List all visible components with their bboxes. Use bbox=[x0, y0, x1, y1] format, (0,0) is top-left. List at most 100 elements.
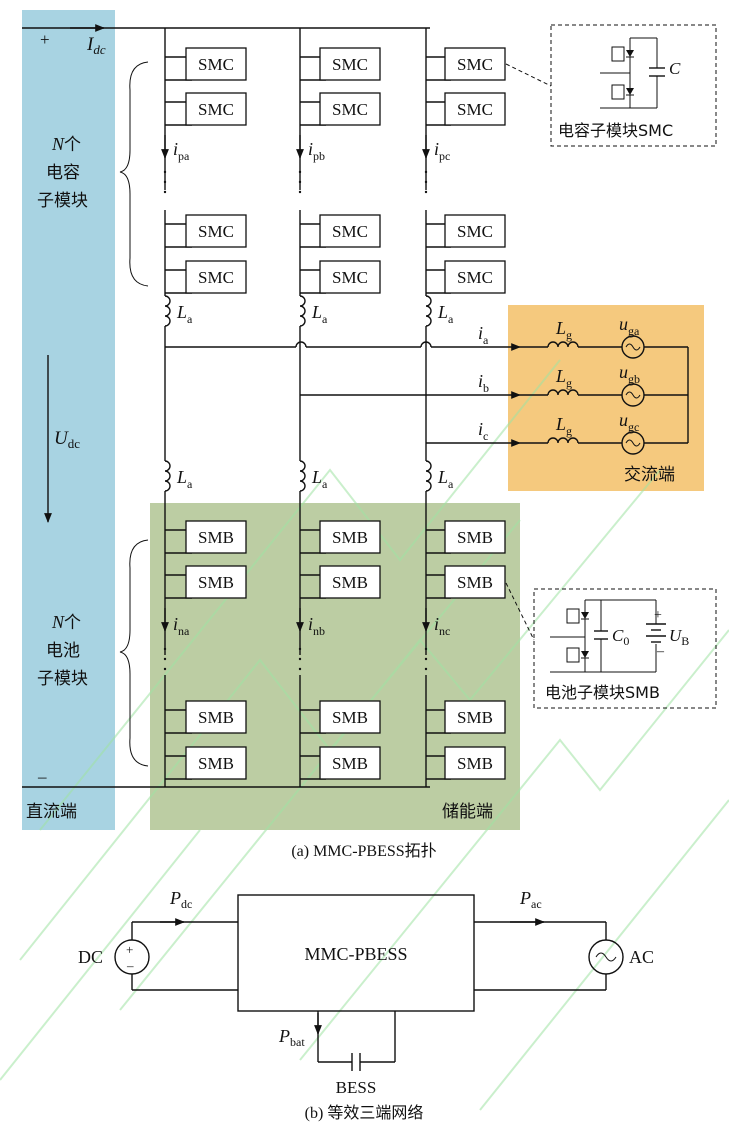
smb-a-2-label: SMB bbox=[198, 573, 234, 592]
ac-source-label: AC bbox=[629, 947, 654, 967]
lower-arm-current-c: inc bbox=[434, 614, 450, 638]
smb-b-4 bbox=[319, 746, 381, 780]
smc-a-3 bbox=[185, 214, 247, 248]
upper-group-label: N个 电容 子模块 bbox=[37, 134, 88, 211]
upper-arm-inductor-c: La bbox=[437, 302, 454, 326]
svg-text:电容: 电容 bbox=[46, 163, 80, 183]
smb-c-2 bbox=[444, 565, 506, 599]
topology-wiring: ipainaLaLaSMCSMCSMCSMCSMBSMBSMBSMBipbinb… bbox=[22, 24, 689, 788]
smc-a-2-label: SMC bbox=[198, 100, 234, 119]
svg-text:子模块: 子模块 bbox=[37, 669, 88, 689]
smb-detail-title: 电池子模块SMB bbox=[545, 683, 660, 702]
smc-c-1 bbox=[444, 47, 506, 81]
smb-detail: C0 + – UB 电池子模块SMB bbox=[505, 582, 717, 709]
ac-current-c: ic bbox=[478, 419, 488, 443]
ac-side-band bbox=[508, 305, 704, 491]
smc-a-1-label: SMC bbox=[198, 55, 234, 74]
dc-side-band bbox=[22, 10, 115, 830]
smc-b-3 bbox=[319, 214, 381, 248]
smc-c-3 bbox=[444, 214, 506, 248]
lower-group-label: N个 电池 子模块 bbox=[37, 612, 88, 689]
upper-arm-inductor-a: La bbox=[176, 302, 193, 326]
smc-b-4 bbox=[319, 260, 381, 294]
smb-c-1 bbox=[444, 520, 506, 554]
smb-c-1-label: SMB bbox=[457, 528, 493, 547]
dc-minus: – bbox=[37, 767, 47, 786]
grid-inductor-b: Lg bbox=[555, 366, 572, 390]
dc-source-minus: – bbox=[126, 958, 134, 973]
smb-a-3 bbox=[185, 700, 247, 734]
lower-arm-inductor-a: La bbox=[176, 467, 193, 491]
smc-c-3-label: SMC bbox=[457, 222, 493, 241]
dc-voltage-label: Udc bbox=[54, 428, 80, 451]
smb-b-3 bbox=[319, 700, 381, 734]
upper-brace bbox=[119, 61, 149, 287]
grid-inductor-a: Lg bbox=[555, 318, 572, 342]
smb-b-2-label: SMB bbox=[332, 573, 368, 592]
smc-b-2-label: SMC bbox=[332, 100, 368, 119]
smc-c-1-label: SMC bbox=[457, 55, 493, 74]
dc-current-label: Idc bbox=[86, 34, 106, 57]
smb-c-4-label: SMB bbox=[457, 754, 493, 773]
lower-arm-inductor-c: La bbox=[437, 467, 454, 491]
smc-b-1-label: SMC bbox=[332, 55, 368, 74]
lower-arm-current-a: ina bbox=[173, 614, 190, 638]
smc-a-4 bbox=[185, 260, 247, 294]
smb-a-4-label: SMB bbox=[198, 754, 234, 773]
smb-battery-minus: – bbox=[656, 644, 665, 659]
smb-a-2 bbox=[185, 565, 247, 599]
ac-side-label: 交流端 bbox=[624, 465, 675, 485]
smb-a-1 bbox=[185, 520, 247, 554]
bess-label: BESS bbox=[336, 1078, 377, 1097]
svg-text:N个: N个 bbox=[51, 134, 81, 155]
network-center-label: MMC-PBESS bbox=[304, 944, 407, 964]
smb-a-4 bbox=[185, 746, 247, 780]
p-dc-label: Pdc bbox=[169, 888, 192, 911]
caption-a: (a) MMC-PBESS拓扑 bbox=[291, 842, 436, 860]
dc-source-plus: + bbox=[126, 942, 133, 957]
smc-detail: C 电容子模块SMC bbox=[505, 24, 717, 147]
smc-a-4-label: SMC bbox=[198, 268, 234, 287]
upper-arm-inductor-b: La bbox=[311, 302, 328, 326]
smc-b-2 bbox=[319, 92, 381, 126]
smc-c-2 bbox=[444, 92, 506, 126]
svg-text:电池: 电池 bbox=[46, 641, 80, 661]
lower-arm-current-b: inb bbox=[308, 614, 325, 638]
lower-arm-inductor-b: La bbox=[311, 467, 328, 491]
smb-a-3-label: SMB bbox=[198, 708, 234, 727]
dc-plus: + bbox=[40, 30, 50, 49]
smc-cap-label: C bbox=[669, 59, 681, 78]
smb-c-2-label: SMB bbox=[457, 573, 493, 592]
three-terminal-network: MMC-PBESS + – DC Pdc AC Pac Pbat BESS bbox=[78, 888, 654, 1097]
p-bat-label: Pbat bbox=[278, 1026, 305, 1049]
ac-current-a: ia bbox=[478, 323, 489, 347]
smc-b-1 bbox=[319, 47, 381, 81]
dc-source-label: DC bbox=[78, 947, 103, 967]
ac-current-b: ib bbox=[478, 371, 489, 395]
storage-side-label: 储能端 bbox=[442, 802, 493, 822]
grid-voltage-c: ugc bbox=[619, 410, 639, 434]
smb-b-2 bbox=[319, 565, 381, 599]
smc-a-3-label: SMC bbox=[198, 222, 234, 241]
grid-voltage-b: ugb bbox=[619, 362, 640, 386]
smb-b-3-label: SMB bbox=[332, 708, 368, 727]
p-ac-label: Pac bbox=[519, 888, 542, 911]
smc-c-2-label: SMC bbox=[457, 100, 493, 119]
smb-battery-plus: + bbox=[654, 608, 662, 623]
smb-cap-label: C0 bbox=[612, 626, 629, 648]
smb-b-4-label: SMB bbox=[332, 754, 368, 773]
svg-text:子模块: 子模块 bbox=[37, 191, 88, 211]
smc-b-3-label: SMC bbox=[332, 222, 368, 241]
smb-battery-label: UB bbox=[669, 626, 689, 648]
smb-b-1-label: SMB bbox=[332, 528, 368, 547]
svg-text:N个: N个 bbox=[51, 612, 81, 633]
dc-side-label: 直流端 bbox=[26, 802, 77, 822]
caption-b: (b) 等效三端网络 bbox=[305, 1103, 424, 1122]
grid-inductor-c: Lg bbox=[555, 414, 572, 438]
smb-c-4 bbox=[444, 746, 506, 780]
lower-brace bbox=[119, 539, 149, 767]
smc-c-4 bbox=[444, 260, 506, 294]
smc-a-2 bbox=[185, 92, 247, 126]
